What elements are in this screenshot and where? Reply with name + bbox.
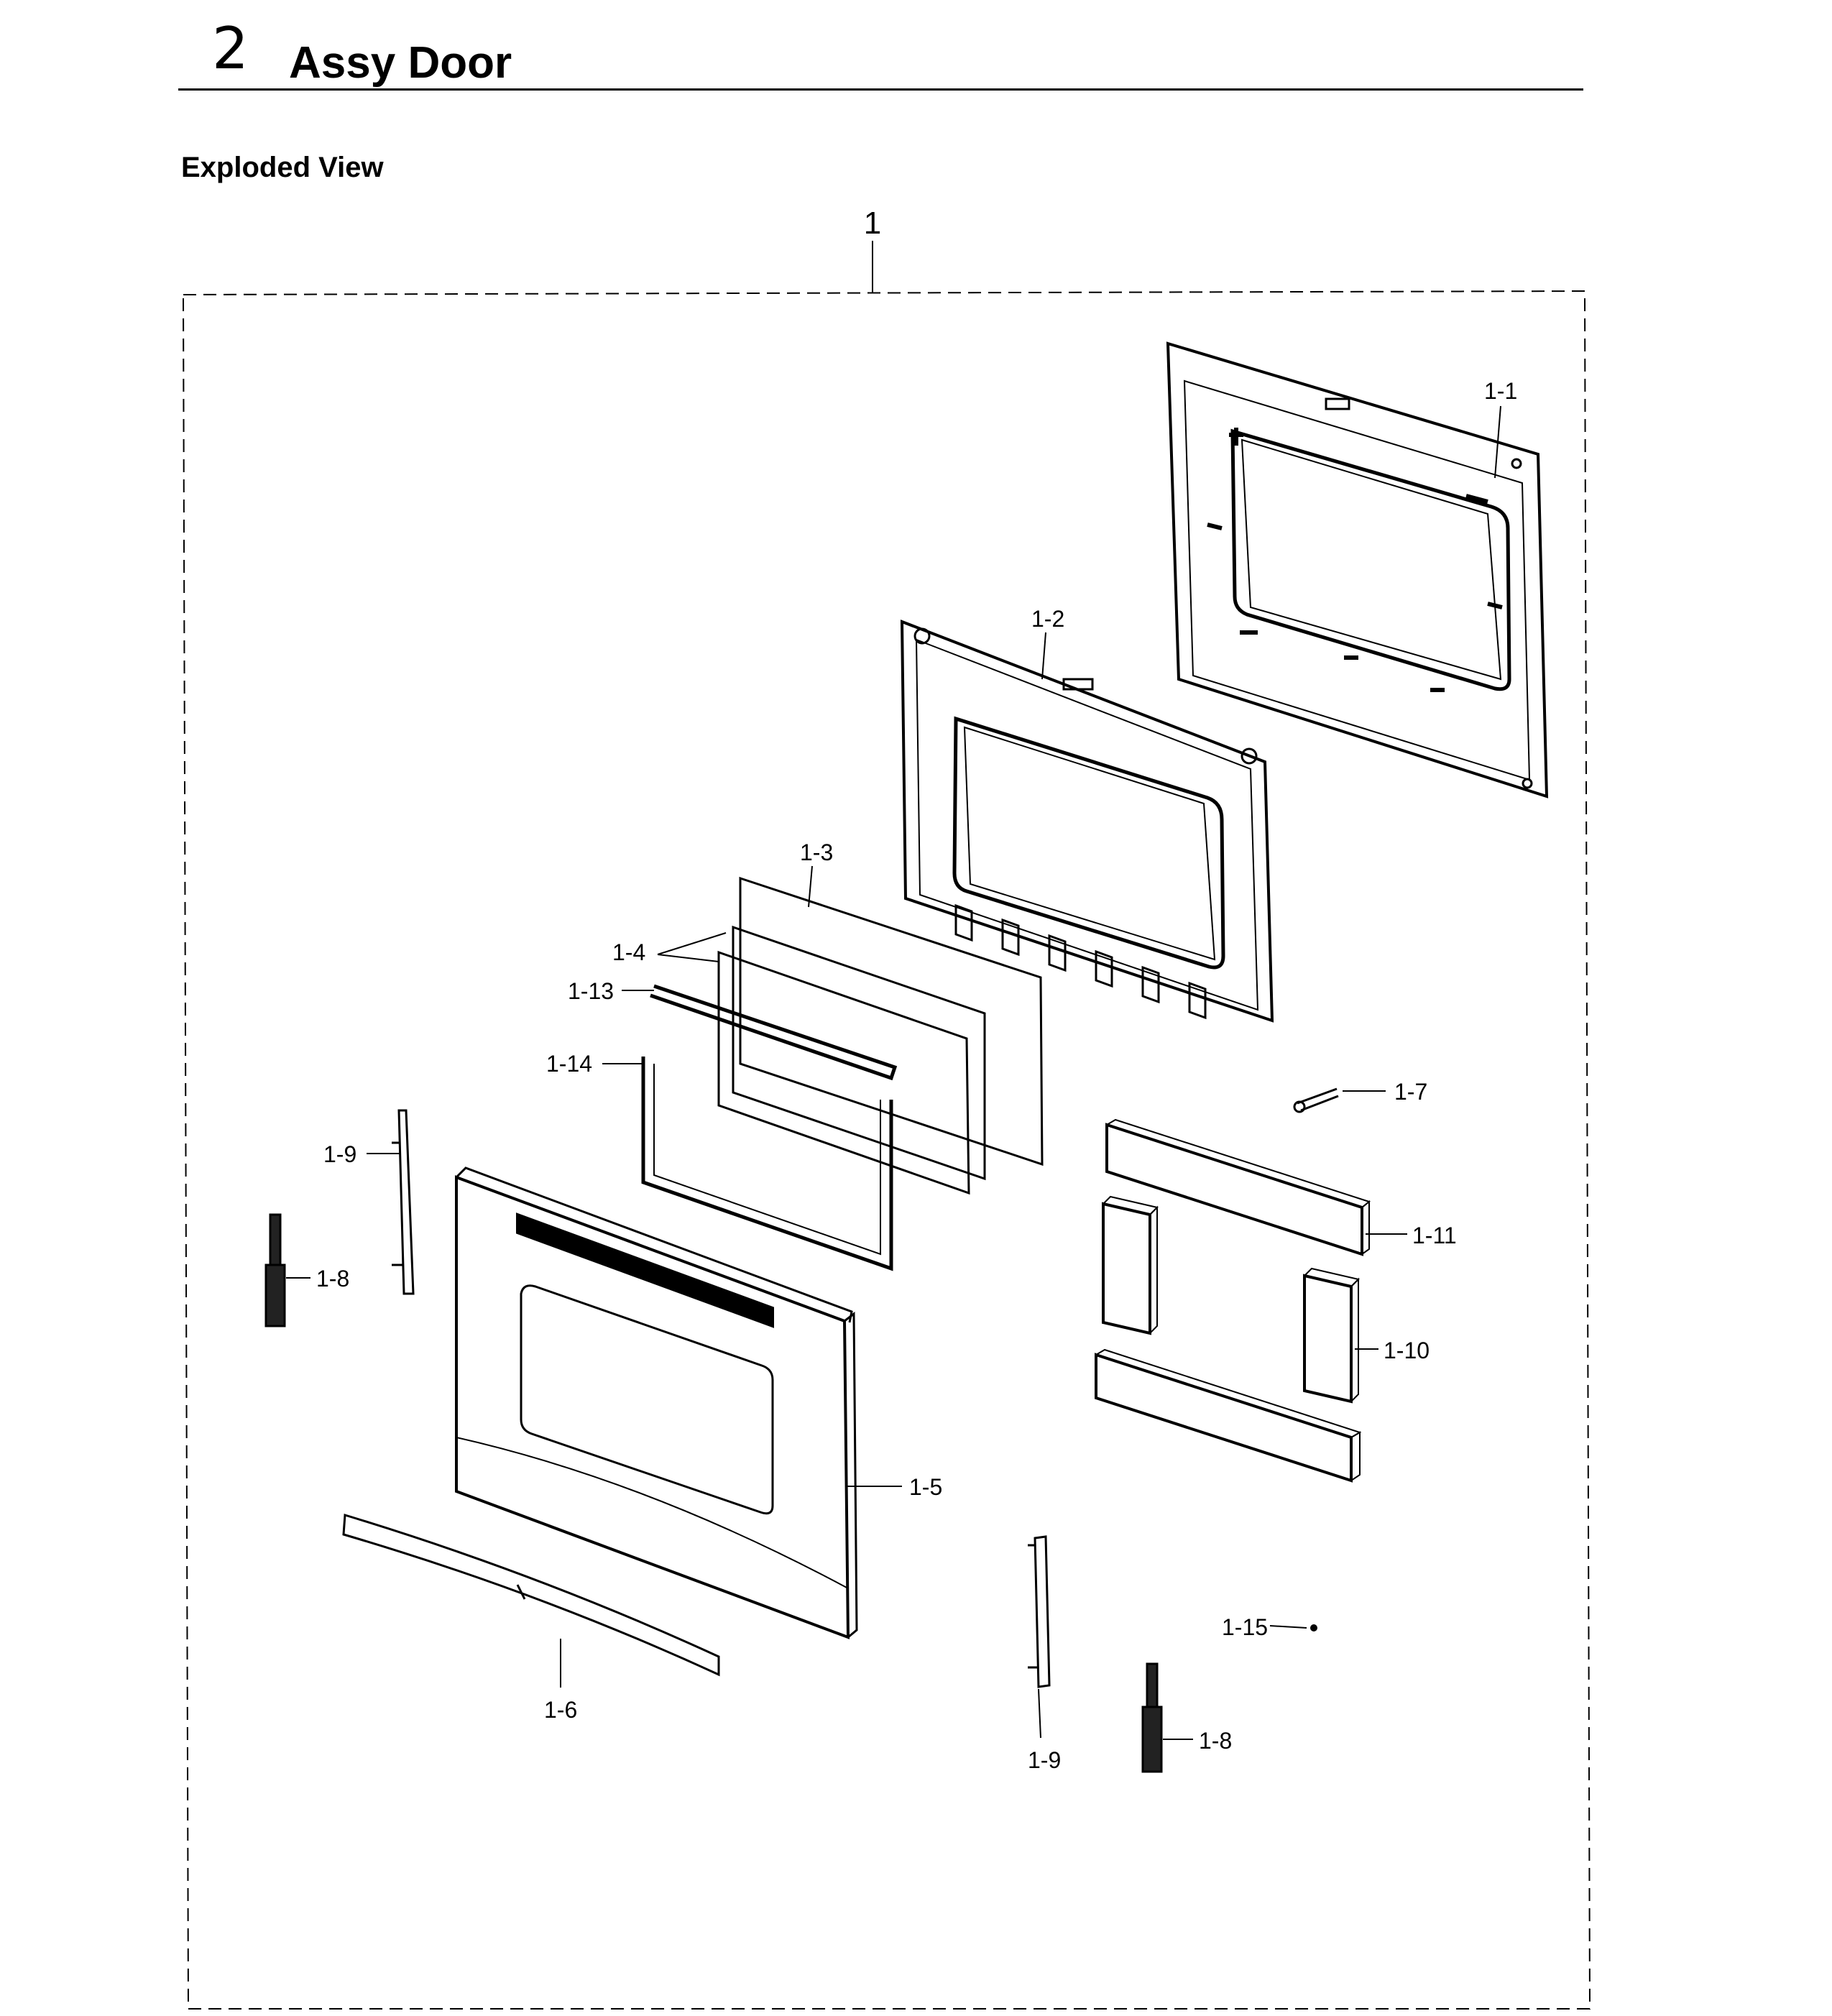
label-1-9-left: 1-9: [323, 1141, 356, 1167]
part-1-14-frame: [641, 1057, 893, 1271]
section-title: Assy Door: [289, 38, 512, 88]
label-1-8-left: 1-8: [316, 1266, 349, 1292]
part-1-8-hinge-left: [264, 1213, 286, 1327]
label-1-14: 1-14: [546, 1051, 592, 1077]
label-1-7: 1-7: [1394, 1079, 1427, 1105]
label-1-8-right: 1-8: [1199, 1728, 1232, 1754]
assembly-boundary: [182, 290, 1591, 2010]
part-1-6-handle: [342, 1514, 720, 1677]
part-1-11-block-top: [1105, 1118, 1371, 1256]
part-1-2-inner-door: [900, 620, 1274, 1023]
assembly-label: 1: [864, 206, 881, 241]
label-1-2: 1-2: [1031, 606, 1064, 632]
part-1-15-screw: [1310, 1624, 1317, 1631]
part-1-3-glass: [739, 876, 1044, 1166]
part-1-4-glass: [717, 925, 986, 1195]
label-1-4: 1-4: [612, 939, 645, 965]
label-1-1: 1-1: [1484, 378, 1517, 404]
header-rule: [178, 88, 1583, 91]
part-1-1-door-liner: [1166, 341, 1549, 798]
part-1-10-block-left: [1102, 1195, 1159, 1335]
part-1-8-hinge-right: [1141, 1662, 1163, 1773]
part-1-11-block-bottom: [1095, 1348, 1362, 1483]
part-1-5-outer-door: [455, 1166, 858, 1639]
leader-lines: [286, 405, 1501, 1740]
label-1-15: 1-15: [1222, 1614, 1268, 1640]
label-1-5: 1-5: [909, 1474, 942, 1500]
part-1-7-pin: [1293, 1087, 1339, 1113]
label-1-6: 1-6: [544, 1697, 577, 1723]
label-1-3: 1-3: [800, 839, 833, 865]
exploded-view-heading: Exploded View: [181, 152, 384, 183]
label-1-11: 1-11: [1412, 1223, 1457, 1248]
label-1-9-right: 1-9: [1028, 1747, 1061, 1773]
section-number: 2: [212, 15, 249, 82]
part-1-10-block-right: [1303, 1267, 1360, 1404]
part-1-9-receiver-left: [392, 1109, 415, 1295]
part-1-9-receiver-right: [1028, 1535, 1051, 1688]
label-1-13: 1-13: [568, 978, 614, 1004]
part-1-13-gasket: [650, 984, 898, 1081]
label-1-10: 1-10: [1384, 1338, 1430, 1363]
